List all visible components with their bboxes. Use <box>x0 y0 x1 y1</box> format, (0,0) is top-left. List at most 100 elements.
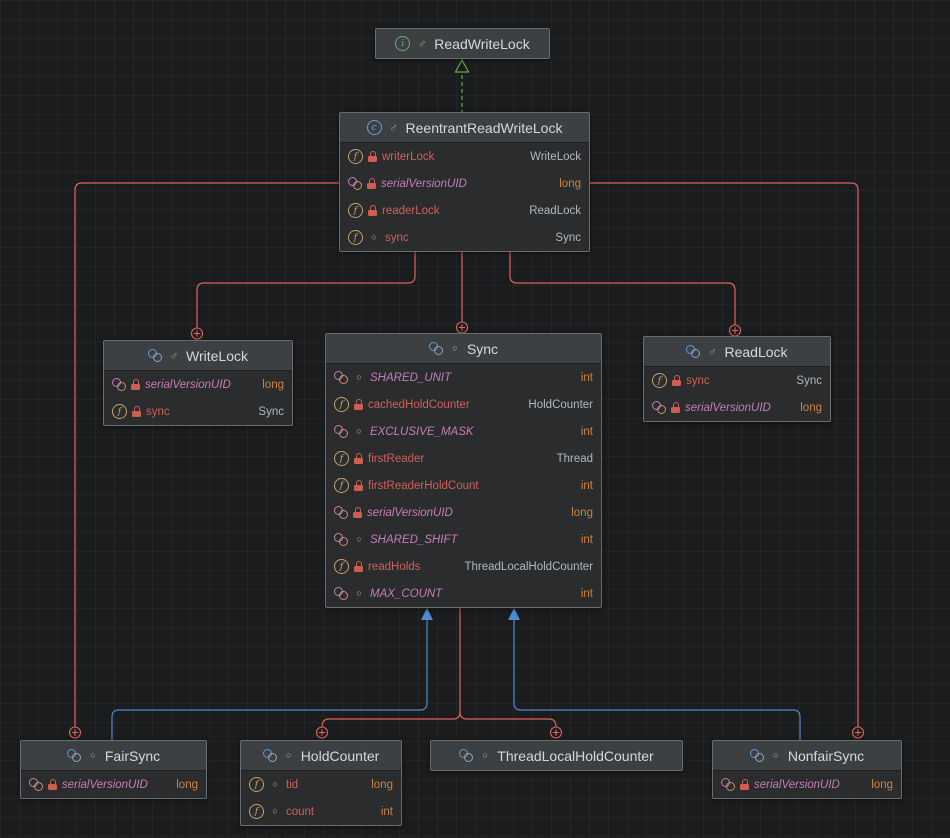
class-node-nonfairsync[interactable]: ○ NonfairSync serialVersionUID long <box>712 740 902 799</box>
lock-icon <box>671 402 680 413</box>
package-visibility-icon: ○ <box>269 807 281 816</box>
static-field-icon <box>334 587 348 600</box>
lock-icon <box>367 178 376 189</box>
field-name: cachedHoldCounter <box>368 399 470 411</box>
field-row[interactable]: f ○ tid long <box>241 771 401 798</box>
field-row[interactable]: f sync Sync <box>104 398 292 425</box>
field-row[interactable]: ○ EXCLUSIVE_MASK int <box>326 418 601 445</box>
lock-icon <box>48 779 57 790</box>
field-name: writerLock <box>382 151 434 163</box>
class-node-reentrantreadwritelock[interactable]: c ♂ ReentrantReadWriteLock f writerLock … <box>339 112 590 252</box>
field-icon: f <box>249 777 264 792</box>
inner-class-icon <box>67 749 81 762</box>
class-node-writelock[interactable]: ♂ WriteLock serialVersionUID long f sync… <box>103 340 293 426</box>
public-visibility-icon: ♂ <box>416 38 428 50</box>
class-node-readwritelock[interactable]: i ♂ ReadWriteLock <box>375 28 550 59</box>
field-row[interactable]: serialVersionUID long <box>326 499 601 526</box>
field-row[interactable]: f firstReader Thread <box>326 445 601 472</box>
static-field-icon <box>334 371 348 384</box>
field-name: serialVersionUID <box>754 779 840 791</box>
field-name: MAX_COUNT <box>370 588 442 600</box>
class-title: ReadWriteLock <box>434 36 529 52</box>
inner-class-icon <box>686 345 700 358</box>
package-visibility-icon: ○ <box>353 373 365 382</box>
field-name: serialVersionUID <box>62 779 148 791</box>
field-row[interactable]: f writerLock WriteLock <box>340 143 589 170</box>
field-type: long <box>549 178 581 190</box>
class-title: Sync <box>467 341 498 357</box>
field-row[interactable]: serialVersionUID long <box>104 371 292 398</box>
field-type: ThreadLocalHoldCounter <box>455 561 594 573</box>
field-name: firstReaderHoldCount <box>368 480 479 492</box>
field-type: long <box>790 402 822 414</box>
field-row[interactable]: f sync Sync <box>644 367 830 394</box>
field-row[interactable]: ○ SHARED_SHIFT int <box>326 526 601 553</box>
field-row[interactable]: serialVersionUID long <box>644 394 830 421</box>
field-row[interactable]: f ○ count int <box>241 798 401 825</box>
class-node-sync[interactable]: ○ Sync ○ SHARED_UNIT int f cachedHoldCou… <box>325 333 602 608</box>
class-header[interactable]: c ♂ ReentrantReadWriteLock <box>340 113 589 143</box>
field-row[interactable]: f readerLock ReadLock <box>340 197 589 224</box>
class-title: FairSync <box>105 748 160 764</box>
inner-class-icon <box>148 349 162 362</box>
field-name: readHolds <box>368 561 420 573</box>
class-body: f sync Sync serialVersionUID long <box>644 367 830 421</box>
class-header[interactable]: ♂ WriteLock <box>104 341 292 371</box>
lock-icon <box>740 779 749 790</box>
class-node-holdcounter[interactable]: ○ HoldCounter f ○ tid long f ○ count int <box>240 740 402 826</box>
inner-class-icon <box>263 749 277 762</box>
field-row[interactable]: ○ MAX_COUNT int <box>326 580 601 607</box>
inner-class-icon <box>459 749 473 762</box>
field-row[interactable]: f firstReaderHoldCount int <box>326 472 601 499</box>
public-visibility-icon: ♂ <box>388 122 400 134</box>
package-visibility-icon: ○ <box>770 751 782 760</box>
class-header[interactable]: ♂ ReadLock <box>644 337 830 367</box>
field-row[interactable]: ○ SHARED_UNIT int <box>326 364 601 391</box>
implements-edge-reentrant-readwritelock <box>456 60 469 114</box>
field-row[interactable]: f readHolds ThreadLocalHoldCounter <box>326 553 601 580</box>
triangle-arrowhead <box>421 608 433 620</box>
field-row[interactable]: serialVersionUID long <box>21 771 206 798</box>
field-row[interactable]: f ○ sync Sync <box>340 224 589 251</box>
class-node-threadlocalholdcounter[interactable]: ○ ThreadLocalHoldCounter <box>430 740 683 771</box>
class-node-readlock[interactable]: ♂ ReadLock f sync Sync serialVersionUID … <box>643 336 831 422</box>
package-visibility-icon: ○ <box>353 589 365 598</box>
field-name: tid <box>286 779 298 791</box>
field-row[interactable]: serialVersionUID long <box>340 170 589 197</box>
lock-icon <box>368 205 377 216</box>
static-field-icon <box>334 533 348 546</box>
field-name: firstReader <box>368 453 424 465</box>
class-header[interactable]: ○ NonfairSync <box>713 741 901 771</box>
field-row[interactable]: f cachedHoldCounter HoldCounter <box>326 391 601 418</box>
field-icon: f <box>652 373 667 388</box>
field-row[interactable]: serialVersionUID long <box>713 771 901 798</box>
static-field-icon <box>334 506 348 519</box>
class-title: ReadLock <box>724 344 787 360</box>
field-name: count <box>286 806 314 818</box>
field-name: sync <box>146 406 170 418</box>
package-visibility-icon: ○ <box>87 751 99 760</box>
class-header[interactable]: ○ Sync <box>326 334 601 364</box>
field-type: int <box>371 806 393 818</box>
package-visibility-icon: ○ <box>449 344 461 353</box>
class-node-fairsync[interactable]: ○ FairSync serialVersionUID long <box>20 740 207 799</box>
package-visibility-icon: ○ <box>283 751 295 760</box>
inner-edge-sync-threadlocalholdcounter <box>460 712 556 727</box>
static-field-icon <box>334 425 348 438</box>
package-visibility-icon: ○ <box>353 427 365 436</box>
class-header[interactable]: i ♂ ReadWriteLock <box>376 29 549 58</box>
class-body: f ○ tid long f ○ count int <box>241 771 401 825</box>
class-header[interactable]: ○ ThreadLocalHoldCounter <box>431 741 682 770</box>
class-header[interactable]: ○ HoldCounter <box>241 741 401 771</box>
class-header[interactable]: ○ FairSync <box>21 741 206 771</box>
field-icon: f <box>334 559 349 574</box>
field-icon: f <box>334 478 349 493</box>
field-type: WriteLock <box>520 151 581 163</box>
field-icon: f <box>249 804 264 819</box>
lock-icon <box>672 375 681 386</box>
field-name: SHARED_SHIFT <box>370 534 458 546</box>
field-icon: f <box>348 149 363 164</box>
lock-icon <box>354 399 363 410</box>
package-visibility-icon: ○ <box>269 780 281 789</box>
